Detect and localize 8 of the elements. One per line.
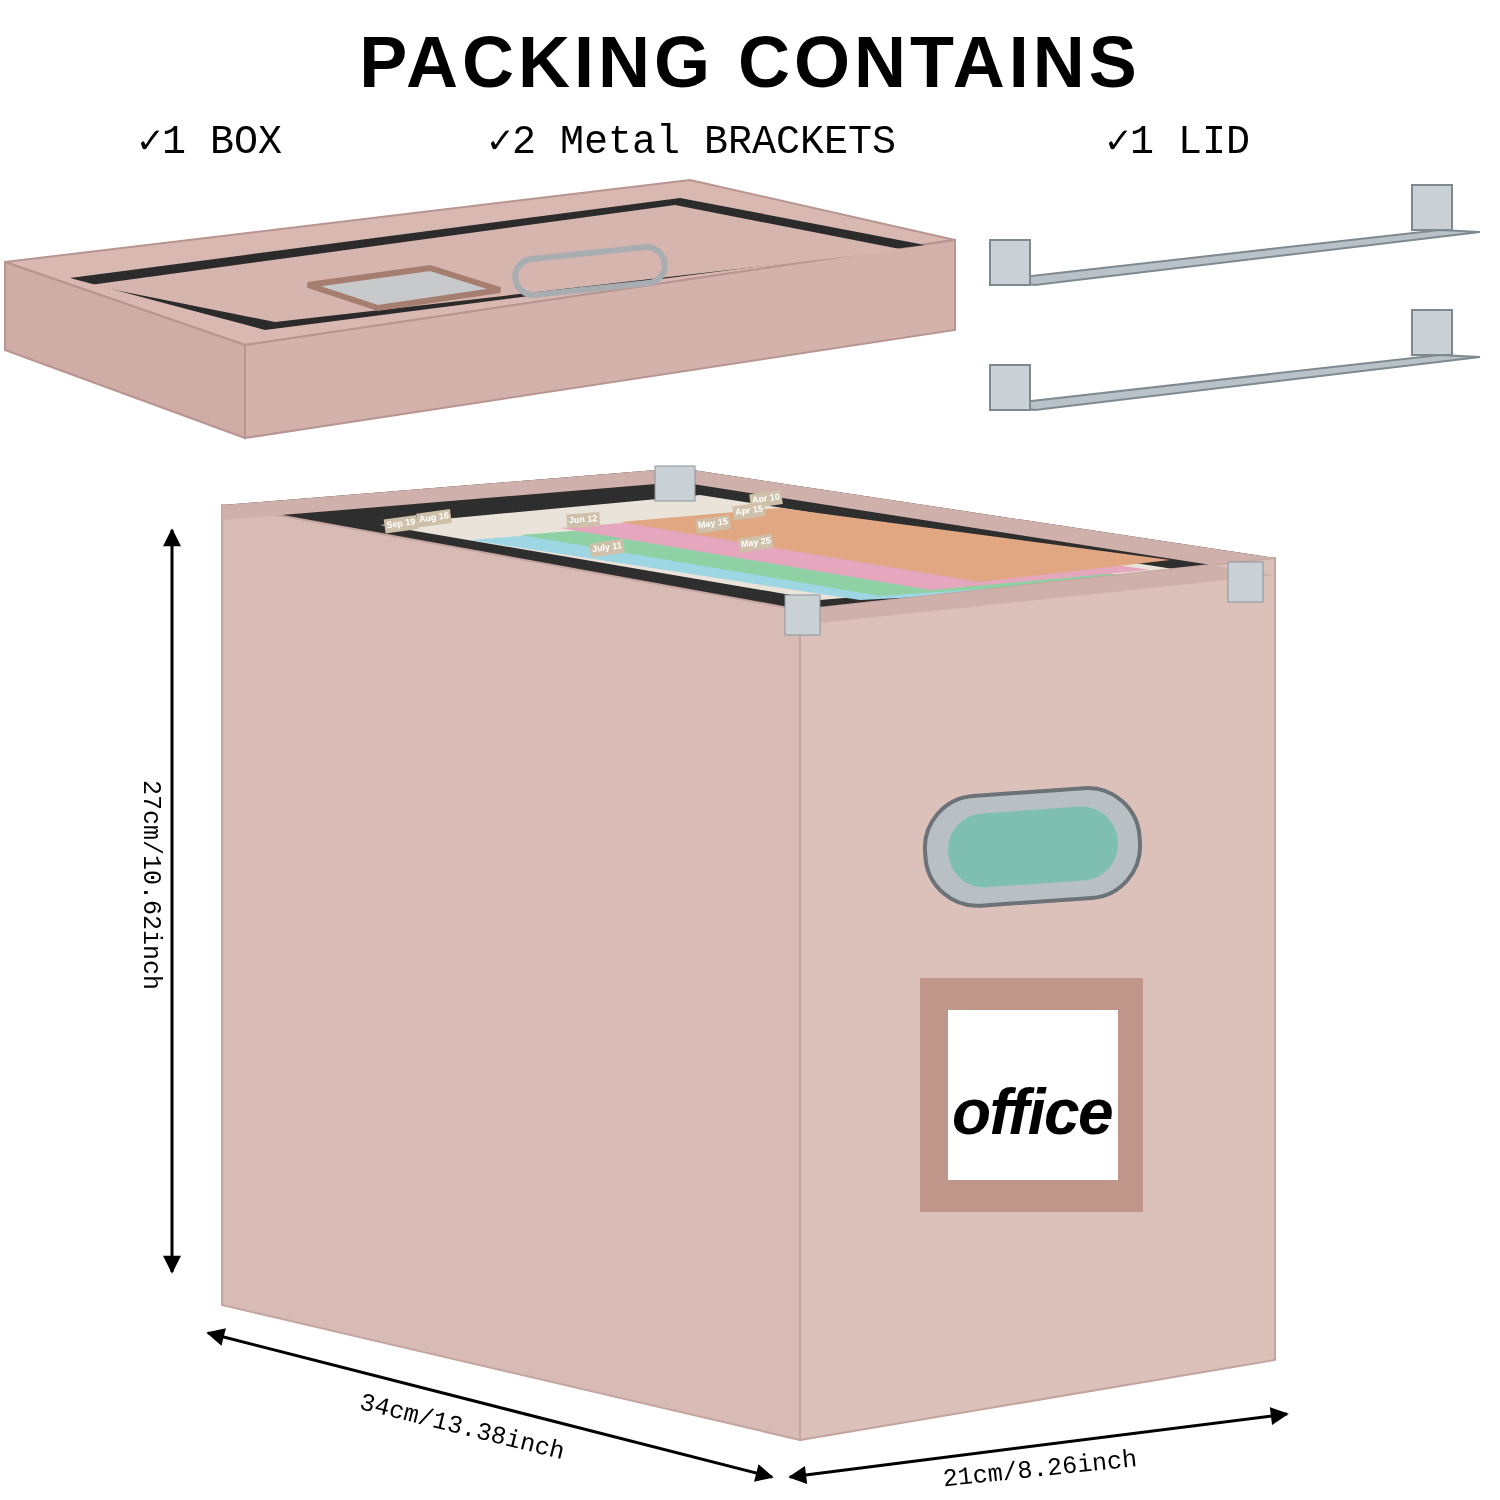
checklist-item: ✓1 BOX <box>137 119 283 167</box>
folder-tab-label: Jun 12 <box>566 512 600 528</box>
title: PACKING CONTAINS <box>358 21 1142 104</box>
checklist-item: ✓2 Metal BRACKETS <box>487 119 897 167</box>
dimension-label: 21cm/8.26inch <box>941 1444 1139 1497</box>
label-card-text: office <box>952 1075 1112 1150</box>
checklist-item: ✓1 LID <box>1105 119 1251 167</box>
dimension-label: 27cm/10.62inch <box>134 780 166 990</box>
